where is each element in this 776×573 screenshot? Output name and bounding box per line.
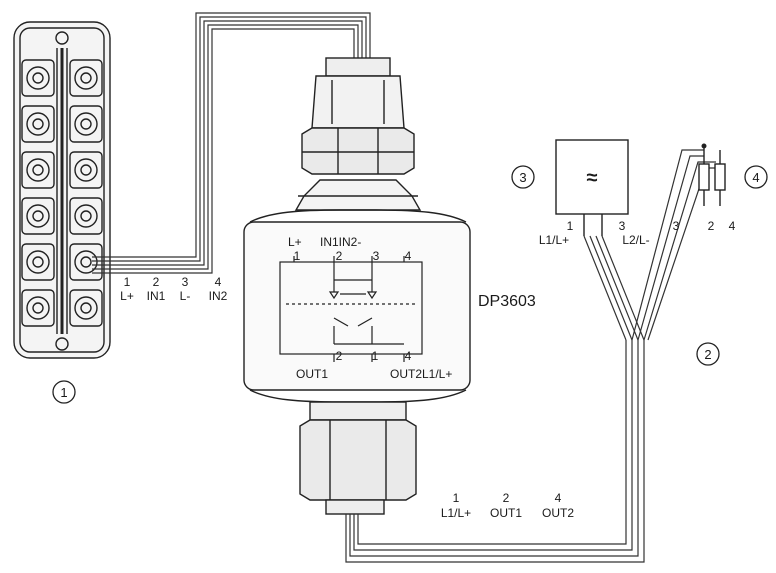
svg-text:4: 4 [752, 170, 759, 185]
svg-text:L1/L+: L1/L+ [539, 233, 569, 247]
module-connectors-right [69, 59, 103, 327]
callout-3: 3 [511, 165, 535, 189]
svg-text:3: 3 [673, 219, 680, 233]
svg-text:1: 1 [453, 491, 460, 505]
input-cable [92, 12, 371, 274]
svg-text:3: 3 [373, 249, 380, 263]
svg-text:1: 1 [372, 349, 379, 363]
module-connectors-left [21, 59, 55, 327]
device-lower-labels: 1 2 4 L1/L+ OUT1 OUT2 [441, 491, 575, 520]
io-module [13, 21, 111, 359]
svg-text:2: 2 [336, 249, 343, 263]
svg-text:4: 4 [405, 349, 412, 363]
power-supply [555, 139, 629, 236]
callout-4: 4 [744, 165, 768, 189]
svg-text:3: 3 [182, 275, 189, 289]
power-supply-labels: ≈ 1 3 L1/L+ L2/L- [539, 167, 650, 247]
svg-text:4: 4 [555, 491, 562, 505]
svg-text:OUT2: OUT2 [542, 506, 574, 520]
svg-text:2: 2 [503, 491, 510, 505]
svg-text:1: 1 [567, 219, 574, 233]
cable-number-labels: 3 2 4 [673, 219, 736, 233]
ac-symbol: ≈ [587, 167, 598, 189]
device-top-pin-labels: L+ IN1IN2- 1 2 3 4 [288, 235, 412, 263]
y-cable [583, 149, 720, 341]
svg-text:2: 2 [704, 347, 711, 362]
svg-text:4: 4 [215, 275, 222, 289]
svg-text:IN1IN2-: IN1IN2- [320, 235, 361, 249]
output-cable [345, 340, 645, 563]
svg-text:3: 3 [519, 170, 526, 185]
svg-text:L+: L+ [120, 289, 134, 303]
svg-text:2: 2 [708, 219, 715, 233]
svg-text:OUT1: OUT1 [490, 506, 522, 520]
svg-text:2: 2 [153, 275, 160, 289]
svg-text:L-: L- [180, 289, 191, 303]
svg-text:L1/L+: L1/L+ [441, 506, 471, 520]
module-pin-labels: 1 2 3 4 L+ IN1 L- IN2 [120, 275, 228, 303]
device-bottom-pin-labels: 2 1 4 OUT1 OUT2L1/L+ [296, 349, 452, 381]
device-body [243, 57, 471, 515]
svg-text:IN2: IN2 [209, 289, 228, 303]
device-model-label: DP3603 [478, 293, 536, 310]
callout-1: 1 [52, 380, 76, 404]
svg-text:L2/L-: L2/L- [622, 233, 649, 247]
svg-text:1: 1 [60, 385, 67, 400]
device-schematic [279, 256, 423, 362]
svg-text:2: 2 [336, 349, 343, 363]
svg-text:3: 3 [619, 219, 626, 233]
svg-text:OUT1: OUT1 [296, 367, 328, 381]
svg-text:L+: L+ [288, 235, 302, 249]
svg-text:IN1: IN1 [147, 289, 166, 303]
svg-text:4: 4 [405, 249, 412, 263]
svg-text:OUT2L1/L+: OUT2L1/L+ [390, 367, 452, 381]
svg-text:1: 1 [124, 275, 131, 289]
callout-2: 2 [696, 342, 720, 366]
svg-text:4: 4 [729, 219, 736, 233]
resistor-pair [698, 143, 726, 206]
svg-text:1: 1 [294, 249, 301, 263]
